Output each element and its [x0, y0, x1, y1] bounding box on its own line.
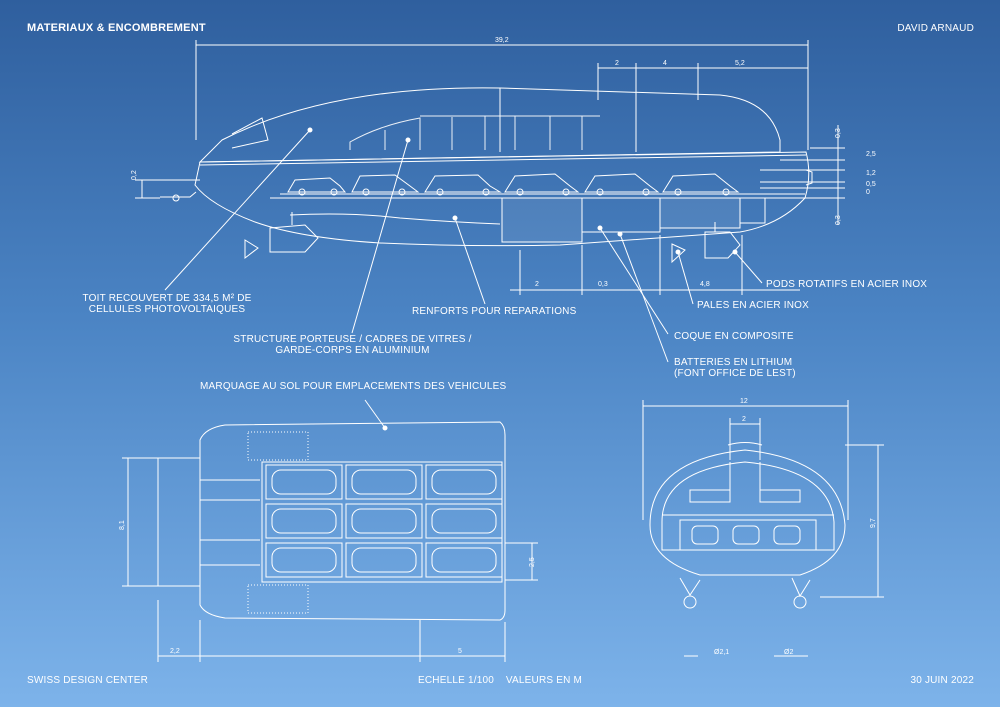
- svg-text:39,2: 39,2: [495, 37, 509, 44]
- parking-slots: [266, 465, 502, 577]
- window-frames: [350, 116, 600, 150]
- battery-compartments: [502, 198, 765, 242]
- roof-outline: [200, 88, 780, 162]
- svg-text:5,2: 5,2: [735, 60, 745, 67]
- svg-text:2,5: 2,5: [529, 557, 536, 567]
- dimension-lines: [135, 40, 845, 295]
- svg-text:12: 12: [740, 398, 748, 405]
- svg-text:2: 2: [535, 281, 539, 288]
- svg-text:2: 2: [615, 60, 619, 67]
- svg-text:Ø2: Ø2: [784, 649, 793, 656]
- page-title: MATERIAUX & ENCOMBREMENT: [27, 22, 206, 34]
- plan-outline: [200, 422, 505, 620]
- svg-text:0,5: 0,5: [866, 181, 876, 188]
- svg-text:2,5: 2,5: [866, 151, 876, 158]
- svg-text:4: 4: [663, 60, 667, 67]
- vehicles-side: [288, 174, 738, 195]
- hull-label: COQUE EN COMPOSITE: [674, 331, 794, 342]
- marking-label: MARQUAGE AU SOL POUR EMPLACEMENTS DES VE…: [200, 381, 507, 392]
- svg-text:8,1: 8,1: [119, 520, 126, 530]
- structure-label: STRUCTURE PORTEUSE / CADRES DE VITRES /G…: [233, 334, 472, 356]
- scale-note: ECHELLE 1/100 VALEURS EN M: [418, 675, 583, 686]
- studio-name: SWISS DESIGN CENTER: [27, 675, 149, 686]
- svg-text:0,3: 0,3: [598, 281, 608, 288]
- side-elevation: [135, 40, 845, 295]
- reinforcement-label: RENFORTS POUR REPARATIONS: [412, 306, 577, 317]
- plan-view: [122, 422, 538, 662]
- svg-text:2,2: 2,2: [170, 648, 180, 655]
- svg-text:0: 0: [866, 189, 870, 196]
- author-name: DAVID ARNAUD: [897, 23, 974, 34]
- svg-text:5: 5: [458, 648, 462, 655]
- pods-label: PODS ROTATIFS EN ACIER INOX: [766, 279, 928, 290]
- leader-lines: [165, 128, 762, 430]
- svg-text:0,3: 0,3: [835, 128, 842, 138]
- svg-text:9,7: 9,7: [870, 518, 877, 528]
- svg-text:Ø2,1: Ø2,1: [714, 649, 729, 656]
- svg-text:1,2: 1,2: [866, 170, 876, 177]
- svg-text:4,8: 4,8: [700, 281, 710, 288]
- date: 30 JUIN 2022: [910, 675, 974, 686]
- svg-text:2: 2: [742, 416, 746, 423]
- svg-text:0,3: 0,3: [835, 215, 842, 225]
- blades-label: PALES EN ACIER INOX: [697, 300, 809, 311]
- vehicles-plan: [272, 470, 496, 572]
- svg-text:0,2: 0,2: [131, 170, 138, 180]
- batteries-label: BATTERIES EN LITHIUM(FONT OFFICE DE LEST…: [674, 357, 796, 379]
- section-outline: [650, 450, 845, 575]
- cross-section: [643, 400, 884, 656]
- dimension-values: 39,2 2 4 5,2 0,3 2,5 1,2 0,5 0 0,3 0,2 2…: [119, 37, 877, 656]
